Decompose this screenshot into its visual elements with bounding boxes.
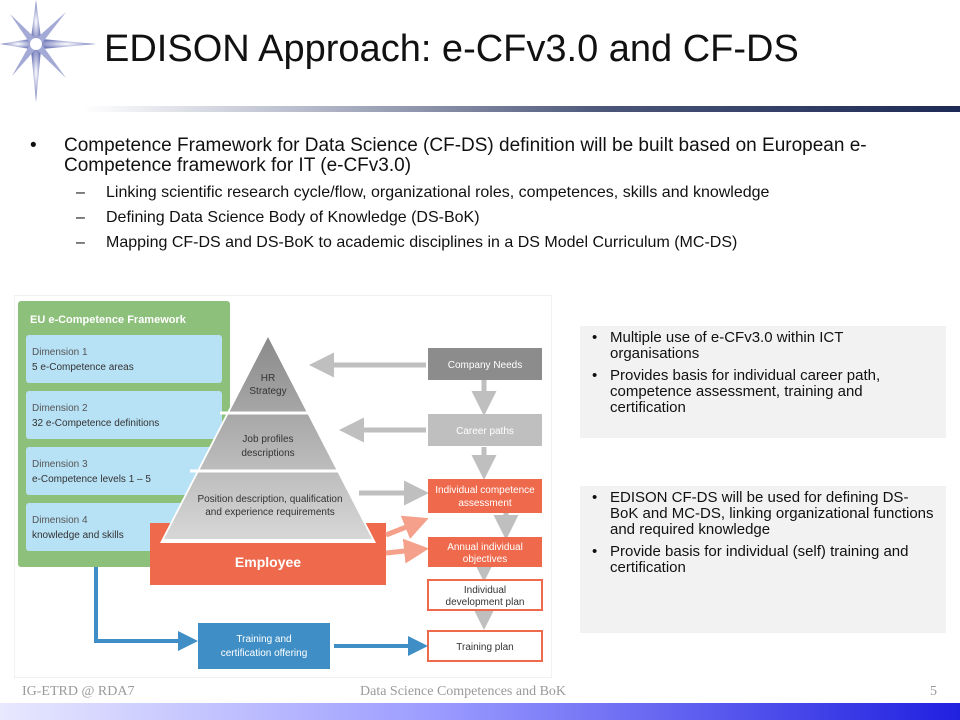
bullet-cf-ds: Competence Framework for Data Science (C… bbox=[30, 136, 930, 176]
training-plan-label: Training plan bbox=[456, 642, 513, 653]
arrow-employee-to-assessment bbox=[385, 515, 429, 539]
assessment-line1: Individual competence bbox=[435, 485, 535, 496]
career-paths-box: Career paths bbox=[428, 414, 542, 446]
dash-marker: – bbox=[76, 234, 85, 251]
sub-bullet-text: Mapping CF-DS and DS-BoK to academic dis… bbox=[106, 234, 738, 251]
note-item: Provide basis for individual (self) trai… bbox=[592, 544, 936, 576]
dimension-2-desc: 32 e-Competence definitions bbox=[32, 418, 159, 429]
dimension-3-box: Dimension 3 e-Competence levels 1 – 5 bbox=[26, 447, 222, 495]
pyramid-hr-line2: Strategy bbox=[249, 386, 286, 397]
dash-marker: – bbox=[76, 209, 85, 226]
pyramid-hr-line1: HR bbox=[261, 373, 275, 384]
dimension-3-desc: e-Competence levels 1 – 5 bbox=[32, 474, 151, 485]
offering-line2: certification offering bbox=[221, 648, 308, 659]
dash-marker: – bbox=[76, 184, 85, 201]
note-item: EDISON CF-DS will be used for defining D… bbox=[592, 490, 936, 538]
pyramid-profiles-line1: Job profiles bbox=[242, 434, 293, 445]
sub-bullet-mapping: – Mapping CF-DS and DS-BoK to academic d… bbox=[30, 234, 930, 251]
career-paths-label: Career paths bbox=[456, 426, 514, 437]
devplan-line2: development plan bbox=[446, 597, 525, 608]
devplan-line1: Individual bbox=[464, 585, 506, 596]
dimension-1-name: Dimension 1 bbox=[32, 347, 88, 358]
e-cf-diagram-svg: EU e-Competence Framework Dimension 1 5 … bbox=[14, 295, 552, 678]
framework-title: EU e-Competence Framework bbox=[30, 314, 187, 326]
e-cf-diagram: EU e-Competence Framework Dimension 1 5 … bbox=[14, 295, 552, 678]
dimension-1-box: Dimension 1 5 e-Competence areas bbox=[26, 335, 222, 383]
slide-title: EDISON Approach: e-CFv3.0 and CF-DS bbox=[104, 28, 799, 70]
sub-bullet-linking: – Linking scientific research cycle/flow… bbox=[30, 184, 930, 201]
development-plan-box: Individual development plan bbox=[427, 579, 543, 611]
objectives-line1: Annual individual bbox=[447, 542, 523, 553]
dimension-4-name: Dimension 4 bbox=[32, 515, 88, 526]
sub-bullet-text: Defining Data Science Body of Knowledge … bbox=[106, 209, 480, 226]
company-needs-label: Company Needs bbox=[448, 360, 522, 371]
sub-bullet-text: Linking scientific research cycle/flow, … bbox=[106, 184, 770, 201]
annual-objectives-box: Annual individual objectives bbox=[428, 537, 542, 567]
assessment-line2: assessment bbox=[458, 498, 512, 509]
dimension-2-box: Dimension 2 32 e-Competence definitions bbox=[26, 391, 222, 439]
hr-pyramid: HR Strategy Job profiles descriptions Po… bbox=[160, 333, 376, 543]
page-number: 5 bbox=[930, 684, 937, 699]
footer-bar bbox=[0, 703, 960, 720]
title-divider bbox=[82, 106, 960, 112]
main-bullet-list: Competence Framework for Data Science (C… bbox=[30, 136, 930, 252]
star-logo-icon bbox=[0, 0, 96, 102]
note-item: Multiple use of e-CFv3.0 within ICT orga… bbox=[592, 330, 936, 362]
note-item: Provides basis for individual career pat… bbox=[592, 368, 936, 416]
training-offering-box: Training and certification offering bbox=[198, 623, 330, 669]
arrow-employee-to-objectives bbox=[385, 538, 429, 564]
note-panel-cfds: EDISON CF-DS will be used for defining D… bbox=[580, 486, 946, 633]
offering-line1: Training and bbox=[236, 634, 291, 645]
sub-bullet-defining: – Defining Data Science Body of Knowledg… bbox=[30, 209, 930, 226]
note-panel-ecf: Multiple use of e-CFv3.0 within ICT orga… bbox=[580, 326, 946, 438]
footer-left: IG-ETRD @ RDA7 bbox=[22, 684, 135, 699]
pyramid-profiles-line2: descriptions bbox=[241, 448, 294, 459]
objectives-line2: objectives bbox=[463, 554, 507, 565]
arrow-framework-to-offering bbox=[94, 567, 198, 651]
pyramid-position-line1: Position description, qualification bbox=[197, 494, 342, 505]
dimension-1-desc: 5 e-Competence areas bbox=[32, 362, 134, 373]
dimension-3-name: Dimension 3 bbox=[32, 459, 88, 470]
employee-label: Employee bbox=[235, 554, 301, 570]
pyramid-position-line2: and experience requirements bbox=[205, 507, 335, 518]
footer-center: Data Science Competences and BoK bbox=[360, 684, 567, 699]
dimension-4-desc: knowledge and skills bbox=[32, 530, 124, 541]
company-needs-box: Company Needs bbox=[428, 348, 542, 380]
competence-assessment-box: Individual competence assessment bbox=[428, 479, 542, 513]
training-plan-box: Training plan bbox=[427, 630, 543, 662]
dimension-2-name: Dimension 2 bbox=[32, 403, 88, 414]
